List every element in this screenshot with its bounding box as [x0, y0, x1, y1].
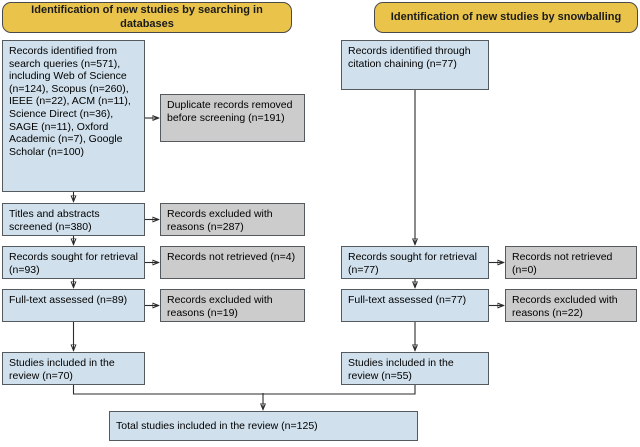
header-snowballing: Identification of new studies by snowbal… — [374, 2, 638, 33]
node-records-not-retrieved-left: Records not retrieved (n=4) — [160, 246, 305, 279]
node-titles-abstracts-screened: Titles and abstracts screened (n=380) — [2, 203, 145, 236]
node-records-excluded-fulltext-right: Records excluded with reasons (n=22) — [505, 289, 637, 322]
node-records-identified-citation-chaining: Records identified through citation chai… — [341, 40, 489, 90]
node-total-studies-included: Total studies included in the review (n=… — [109, 411, 418, 441]
node-records-not-retrieved-right: Records not retrieved (n=0) — [505, 246, 637, 279]
node-studies-included-right: Studies included in the review (n=55) — [341, 352, 489, 385]
node-records-sought-retrieval-left: Records sought for retrieval (n=93) — [2, 246, 145, 279]
node-records-identified-databases: Records identified from search queries (… — [2, 40, 145, 192]
node-records-excluded-screening-left: Records excluded with reasons (n=287) — [160, 203, 305, 236]
node-duplicate-records-removed: Duplicate records removed before screeni… — [160, 94, 305, 142]
node-fulltext-assessed-right: Full-text assessed (n=77) — [341, 289, 489, 322]
node-fulltext-assessed-left: Full-text assessed (n=89) — [2, 289, 145, 322]
node-records-sought-retrieval-right: Records sought for retrieval (n=77) — [341, 246, 489, 279]
node-studies-included-left: Studies included in the review (n=70) — [2, 352, 145, 385]
header-databases: Identification of new studies by searchi… — [2, 2, 292, 33]
node-records-excluded-fulltext-left: Records excluded with reasons (n=19) — [160, 289, 305, 322]
